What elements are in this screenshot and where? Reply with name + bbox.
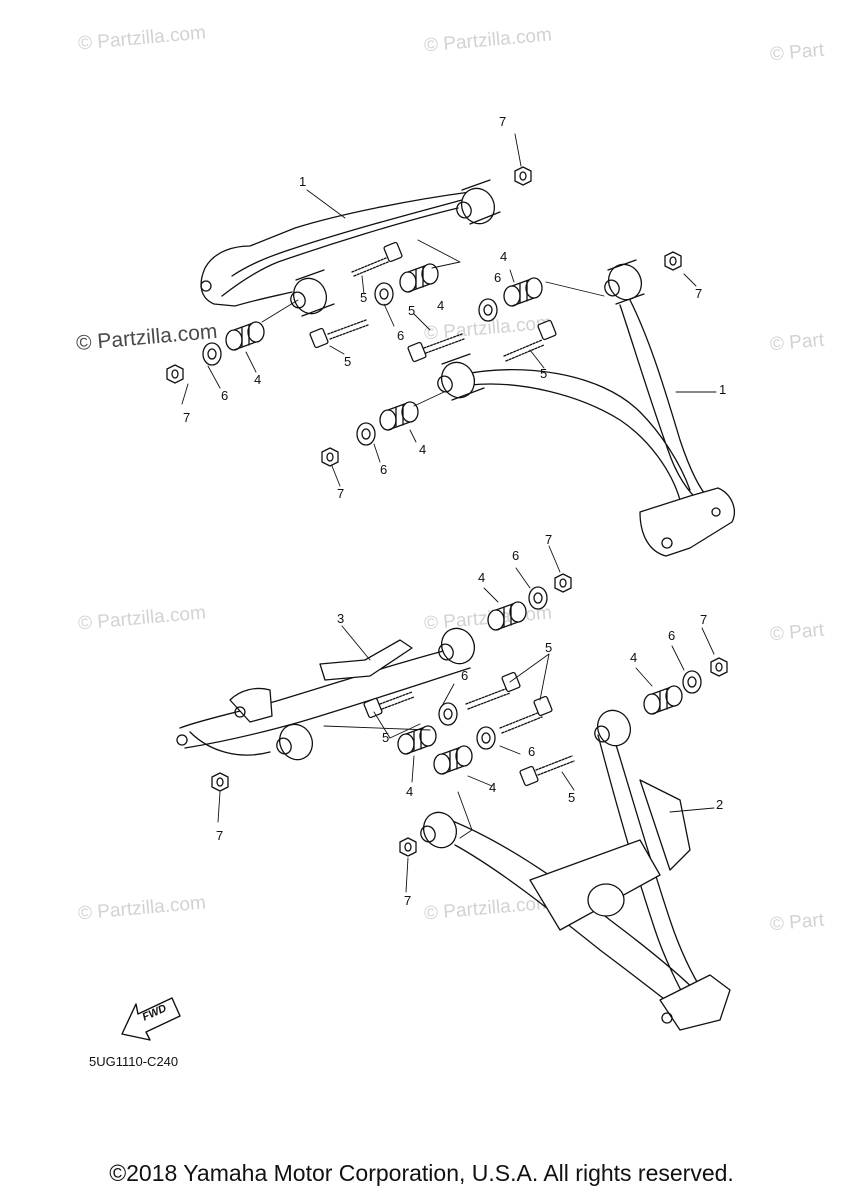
washer [478,298,498,322]
bolts [309,241,575,787]
callout-label: 4 [406,784,414,799]
callout-label: 4 [254,372,262,387]
callout-label: 2 [716,797,724,812]
callout-label: 7 [183,410,191,425]
callout-label: 5 [360,290,368,305]
washer [202,342,222,366]
leader-lines [181,133,717,893]
bolt [351,241,403,277]
bolt [363,691,415,719]
callout-label: 7 [700,612,708,627]
nut [514,166,532,186]
nut [664,251,682,271]
callout-label: 6 [221,388,229,403]
nut [166,364,184,384]
callout-label: 7 [404,893,412,908]
nut [211,772,229,792]
bushing [487,601,527,631]
washers [202,282,702,750]
bolt [503,319,557,362]
callout-label: 6 [668,628,676,643]
callout-label: 4 [630,650,638,665]
callout-label: 6 [512,548,520,563]
bushing [399,263,439,293]
nut [710,657,728,677]
bushings [225,263,683,775]
callout-label: 5 [568,790,576,805]
bolt [407,333,465,363]
diagram-code: 5UG1110-C240 [89,1054,179,1069]
bolt [499,695,553,734]
callout-label: 6 [528,744,536,759]
bushing [397,725,437,755]
nut [399,837,417,857]
callout-label: 5 [344,354,352,369]
callout-label: 7 [337,486,345,501]
lower-arm-right [420,709,731,1031]
bushing [225,321,265,351]
washer [682,670,702,694]
callout-label: 7 [545,532,553,547]
callout-label: 6 [461,668,469,683]
callout-label: 6 [397,328,405,343]
callout-label: 4 [437,298,445,313]
callout-label: 7 [695,286,703,301]
nuts [166,166,728,857]
callout-label: 1 [299,174,307,189]
copyright-notice: ©2018 Yamaha Motor Corporation, U.S.A. A… [109,1160,734,1186]
bushing [503,277,543,307]
washer [528,586,548,610]
callout-label: 5 [545,640,553,655]
callout-label: 4 [419,442,427,457]
washer [356,422,376,446]
callout-label: 3 [337,611,345,626]
lower-arm-left [176,627,476,761]
bushing [643,685,683,715]
bushing [433,745,473,775]
washer [476,726,496,750]
callout-label: 4 [489,780,497,795]
callout-label: 4 [500,249,508,264]
bolt [465,671,521,710]
nut [554,573,572,593]
callout-label: 7 [216,828,224,843]
callout-label: 7 [499,114,507,129]
nut [321,447,339,467]
bushing [379,401,419,431]
bolt [519,755,575,787]
bolt [309,319,369,349]
upper-arm-right [437,259,735,557]
callout-label: 5 [540,366,548,381]
washer [374,282,394,306]
fwd-arrow-icon [121,997,181,1041]
washer [438,702,458,726]
callout-label: 6 [380,462,388,477]
callout-label: 4 [478,570,486,585]
callout-label: 1 [719,382,727,397]
callout-label: 6 [494,270,502,285]
callout-label: 5 [382,730,390,745]
callout-label: 5 [408,303,416,318]
upper-arm-left [200,179,501,317]
